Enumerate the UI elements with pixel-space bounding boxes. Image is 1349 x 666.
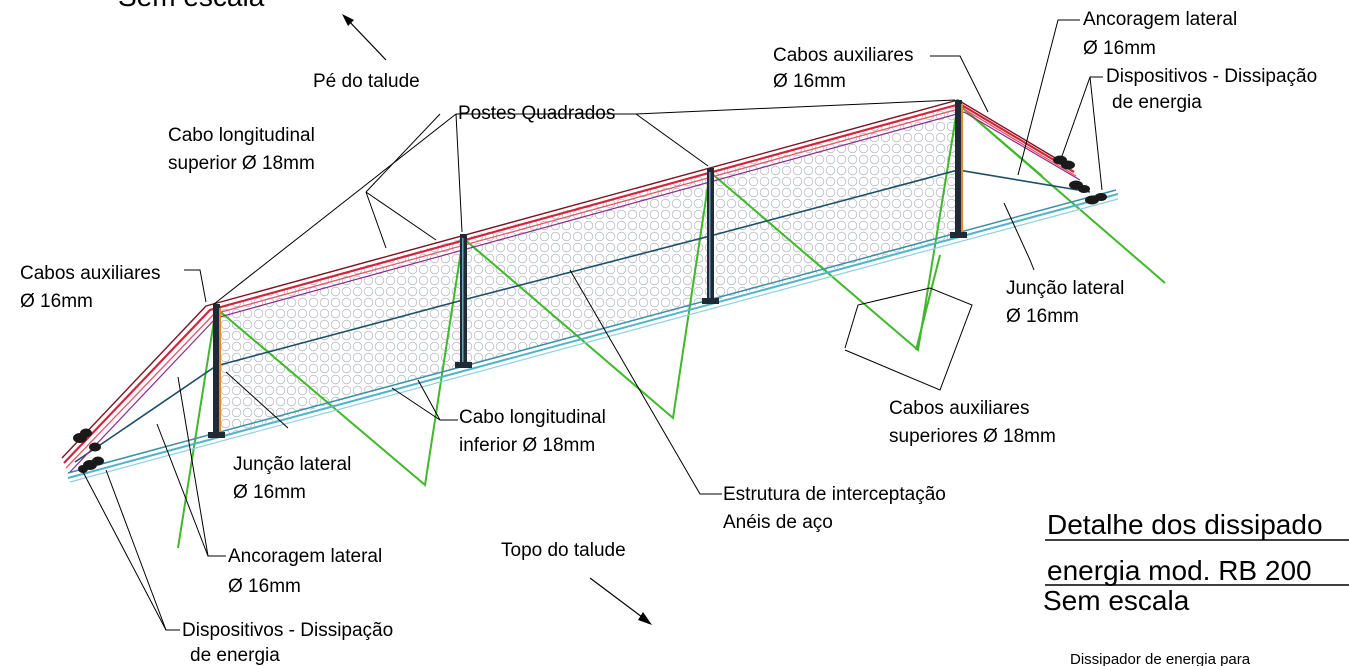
- label-dissip-left-2: de energia: [190, 645, 280, 666]
- post-4: [950, 100, 967, 238]
- label-cabos-aux-sup-2: superiores Ø 18mm: [889, 426, 1056, 447]
- aux-superior-leader-box: [844, 287, 973, 391]
- label-dissip-right-1: Dispositivos - Dissipação: [1106, 66, 1317, 87]
- post-1: [208, 304, 225, 438]
- label-ancoragem-right-1: Ancoragem lateral: [1083, 9, 1237, 30]
- dissipador-note: Dissipador de energia para: [1070, 651, 1251, 666]
- label-juncao-left-1: Junção lateral: [233, 454, 351, 475]
- label-cabo-long-sup-1: Cabo longitudinal: [168, 125, 315, 146]
- label-ancoragem-right-2: Ø 16mm: [1083, 38, 1156, 59]
- square-posts: [208, 100, 967, 438]
- energy-dissipators-left: [73, 428, 104, 473]
- post-2: [455, 234, 472, 368]
- arrow-topo-do-talude: [589, 577, 652, 625]
- upper-longitudinal-cable: [61, 99, 1081, 473]
- detail-title-line-2: energia mod. RB 200: [1047, 555, 1312, 586]
- label-dissip-right-2: de energia: [1112, 92, 1202, 113]
- label-estrutura-2: Anéis de aço: [723, 512, 833, 533]
- label-juncao-right-1: Junção lateral: [1006, 278, 1124, 299]
- label-cabos-aux-sup-1: Cabos auxiliares: [889, 398, 1029, 419]
- label-postes-quadrados: Postes Quadrados: [458, 103, 615, 124]
- label-juncao-left-2: Ø 16mm: [233, 482, 306, 503]
- label-cabo-long-sup-2: superior Ø 18mm: [168, 153, 315, 174]
- label-cabos-aux-left-2: Ø 16mm: [20, 291, 93, 312]
- label-estrutura-1: Estrutura de interceptação: [723, 484, 946, 505]
- leader-lines: [81, 19, 1103, 631]
- label-topo-do-talude: Topo do talude: [501, 540, 626, 561]
- label-cabos-aux-right-1: Cabos auxiliares: [773, 45, 913, 66]
- arrow-pe-do-talude: [342, 14, 387, 61]
- label-dissip-left-1: Dispositivos - Dissipação: [182, 620, 393, 641]
- label-cabos-aux-left-1: Cabos auxiliares: [20, 263, 160, 284]
- label-cabos-aux-right-2: Ø 16mm: [773, 71, 846, 92]
- lower-longitudinal-cable: [67, 189, 1119, 483]
- ring-net-mesh: [216, 104, 958, 437]
- label-pe-do-talude: Pé do talude: [313, 71, 420, 92]
- energy-dissipators-right: [1053, 155, 1107, 205]
- label-cabo-long-inf-1: Cabo longitudinal: [459, 407, 606, 428]
- middle-longitudinal-cable: [74, 169, 1091, 463]
- label-cabo-long-inf-2: inferior Ø 18mm: [459, 435, 595, 456]
- detail-title-line-1: Detalhe dos dissipado: [1047, 509, 1323, 540]
- label-ancoragem-left-2: Ø 16mm: [228, 576, 301, 597]
- label-ancoragem-left-1: Ancoragem lateral: [228, 546, 382, 567]
- detail-title-line-3: Sem escala: [1043, 585, 1190, 616]
- post-3: [702, 168, 719, 304]
- label-sem-escala-top: Sem escala: [118, 0, 265, 12]
- label-juncao-right-2: Ø 16mm: [1006, 306, 1079, 327]
